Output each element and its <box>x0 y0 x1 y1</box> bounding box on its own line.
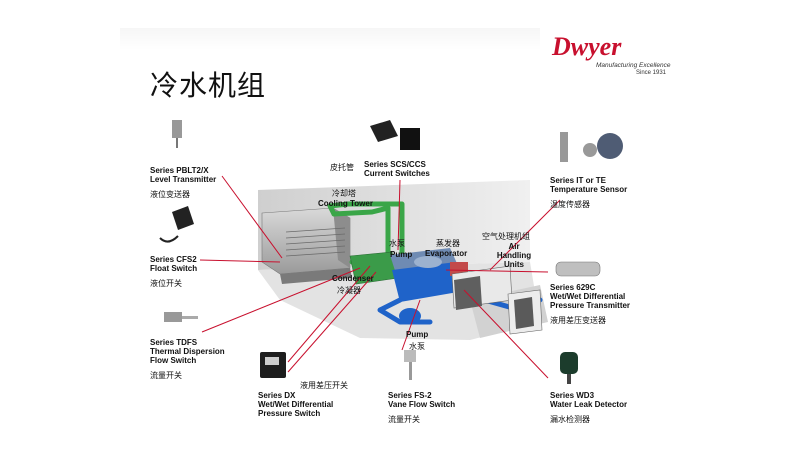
product-pbl: Series PBLT2/X Level Transmitter 液位变送器 <box>150 166 216 199</box>
product-tdfs-icon <box>164 312 198 322</box>
label-evaporator-en: Evaporator <box>425 249 468 258</box>
product-pbl-line1: Series PBLT2/X <box>150 166 209 175</box>
label-cooling-tower-zh: 冷却塔 <box>332 189 356 198</box>
label-ahu-en-1: Air <box>508 242 520 251</box>
product-tdfs: Series TDFS Thermal Dispersion Flow Swit… <box>150 338 225 380</box>
logo-since: Since 1931 <box>636 70 667 76</box>
product-fs2-line2: Vane Flow Switch <box>388 400 456 409</box>
dwyer-logo: Dwyer Manufacturing Excellence Since 193… <box>540 28 670 80</box>
product-scs-zh: 皮托管 <box>330 163 354 172</box>
product-629c-icon <box>555 261 601 277</box>
product-pbl-zh: 液位变送器 <box>150 190 190 199</box>
product-629c-line2: Wet/Wet Differential <box>550 292 626 301</box>
label-evaporator-zh: 蒸发器 <box>436 239 460 248</box>
label-ahu-en-2: Handling <box>496 251 532 260</box>
product-ite-line1: Series IT or TE <box>550 176 607 185</box>
product-dx-icon <box>260 352 286 378</box>
top-band <box>120 28 540 50</box>
product-wd3: Series WD3 Water Leak Detector 漏水检测器 <box>550 391 627 424</box>
air-handling-units <box>451 265 543 335</box>
product-dx-line3: Pressure Switch <box>258 409 321 418</box>
product-scs-line1: Series SCS/CCS <box>364 160 426 169</box>
label-ahu-en: Air Handling Units <box>494 242 534 269</box>
leader-lines <box>199 175 561 379</box>
product-cfs-icon <box>159 206 194 243</box>
product-cfs-line1: Series CFS2 <box>150 255 197 264</box>
logo-tagline: Manufacturing Excellence <box>596 62 671 69</box>
label-cooling-tower-en: Cooling Tower <box>318 199 373 208</box>
product-wd3-line2: Water Leak Detector <box>550 400 628 409</box>
product-tdfs-zh: 流量开关 <box>150 371 182 380</box>
product-fs2: Series FS-2 Vane Flow Switch 流量开关 <box>388 391 455 424</box>
product-scs-icon <box>370 120 420 150</box>
label-ahu-en-3: Units <box>504 260 524 269</box>
label-ahu-zh: 空气处理机组 <box>482 232 530 241</box>
label-pump-top-en: Pump <box>390 250 413 259</box>
product-dx-line1: Series DX <box>258 391 296 400</box>
product-wd3-zh: 漏水检测器 <box>550 415 590 424</box>
product-wd3-icon <box>560 352 578 384</box>
product-dx-zh: 液用差压开关 <box>300 381 348 390</box>
product-fs2-icon <box>404 350 416 380</box>
product-scs-line2: Current Switches <box>364 169 430 178</box>
product-629c-line3: Pressure Transmitter <box>550 301 631 310</box>
product-wd3-line1: Series WD3 <box>550 391 595 400</box>
product-fs2-zh: 流量开关 <box>388 415 420 424</box>
page-title: 冷水机组 <box>150 69 267 102</box>
product-629c: Series 629C Wet/Wet Differential Pressur… <box>550 283 630 325</box>
product-pbl-icon <box>172 120 182 148</box>
product-scs: Series SCS/CCS Current Switches <box>364 160 430 178</box>
chiller-unit <box>390 248 468 302</box>
product-cfs: Series CFS2 Float Switch 液位开关 <box>150 255 197 288</box>
cooling-tower <box>261 207 352 284</box>
product-tdfs-line1: Series TDFS <box>150 338 198 347</box>
product-cfs-line2: Float Switch <box>150 264 198 273</box>
label-pump-bottom-en: Pump <box>406 330 429 339</box>
label-condenser-en: Condenser <box>332 274 374 283</box>
product-pbl-line2: Level Transmitter <box>150 175 217 184</box>
label-condenser-zh: 冷凝器 <box>337 286 361 295</box>
product-dx-line2: Wet/Wet Differential <box>258 400 334 409</box>
product-629c-zh: 液用差压变送器 <box>550 316 606 325</box>
label-pump-bottom-zh: 水泵 <box>409 342 425 351</box>
pump-bottom <box>399 308 421 324</box>
label-pump-top-zh: 水泵 <box>389 239 405 248</box>
product-629c-line1: Series 629C <box>550 283 596 292</box>
product-tdfs-line3: Flow Switch <box>150 356 197 365</box>
product-ite-line2: Temperature Sensor <box>550 185 628 194</box>
product-fs2-line1: Series FS-2 <box>388 391 432 400</box>
product-ite-icon <box>560 132 623 162</box>
product-ite: Series IT or TE Temperature Sensor 温度传感器 <box>550 176 627 209</box>
product-ite-zh: 温度传感器 <box>550 200 590 209</box>
product-dx: Series DX Wet/Wet Differential Pressure … <box>258 391 333 418</box>
product-tdfs-line2: Thermal Dispersion <box>150 347 225 356</box>
product-cfs-zh: 液位开关 <box>150 279 182 288</box>
logo-word: Dwyer <box>552 32 622 61</box>
